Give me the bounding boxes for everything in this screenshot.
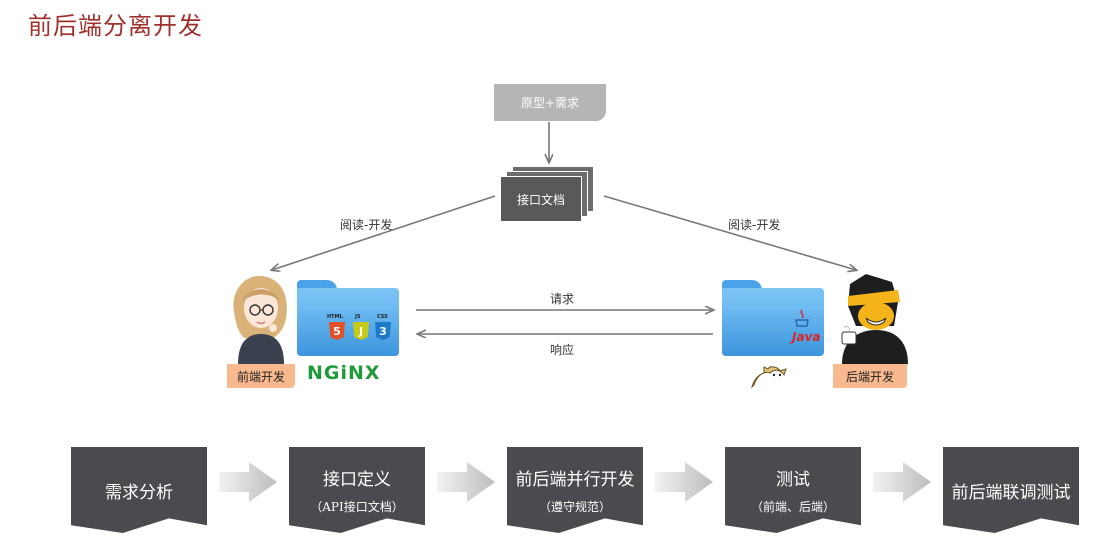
css3-icon: 3	[375, 322, 391, 340]
javascript-icon: J	[353, 322, 369, 340]
nginx-logo: NGiNX	[307, 362, 381, 384]
request-label: 请求	[550, 292, 575, 306]
step-subtitle: （API接口文档）	[310, 500, 404, 514]
step-integration-testing: 前后端联调测试	[943, 447, 1079, 533]
step-title: 测试	[776, 470, 810, 490]
step-requirements-analysis: 需求分析	[71, 447, 207, 533]
java-cup-icon	[795, 309, 809, 327]
step-parallel-development: 前后端并行开发 （遵守规范）	[507, 447, 643, 533]
java-logo: Java	[792, 330, 821, 344]
backend-developer-avatar	[841, 274, 908, 364]
flow-arrow-icon	[873, 462, 931, 502]
right-edge-label: 阅读-开发	[728, 218, 781, 232]
step-title: 接口定义	[323, 470, 391, 490]
flow-arrow-icon	[219, 462, 277, 502]
step-testing: 测试 （前端、后端）	[725, 447, 861, 533]
api-document-box: 接口文档	[500, 176, 582, 222]
page-title: 前后端分离开发	[28, 12, 203, 40]
backend-folder-icon: Java	[722, 280, 824, 356]
tomcat-icon	[751, 366, 787, 389]
frontend-developer-avatar	[233, 275, 287, 364]
frontend-folder-icon: HTML JS CSS 5 J 3	[297, 280, 399, 356]
left-edge-label: 阅读-开发	[340, 218, 393, 232]
arrow-doc-to-frontend	[272, 195, 496, 270]
step-interface-definition: 接口定义 （API接口文档）	[289, 447, 425, 533]
flow-arrow-icon	[437, 462, 495, 502]
step-title: 需求分析	[105, 482, 173, 503]
flow-arrow-icon	[655, 462, 713, 502]
frontend-dev-badge: 前端开发	[227, 364, 295, 388]
html5-icon: 5	[329, 322, 345, 340]
html5-caption: HTML	[327, 314, 343, 320]
response-label: 响应	[550, 343, 575, 357]
prototype-requirements-box: 原型+需求	[494, 84, 606, 121]
css3-caption: CSS	[377, 314, 388, 320]
backend-dev-badge: 后端开发	[833, 364, 907, 388]
step-subtitle: （遵守规范）	[538, 500, 611, 514]
js-caption: JS	[355, 314, 361, 320]
step-subtitle: （前端、后端）	[750, 500, 835, 514]
arrow-doc-to-backend	[603, 195, 856, 270]
step-title: 前后端联调测试	[951, 482, 1071, 503]
step-title: 前后端并行开发	[515, 470, 635, 490]
